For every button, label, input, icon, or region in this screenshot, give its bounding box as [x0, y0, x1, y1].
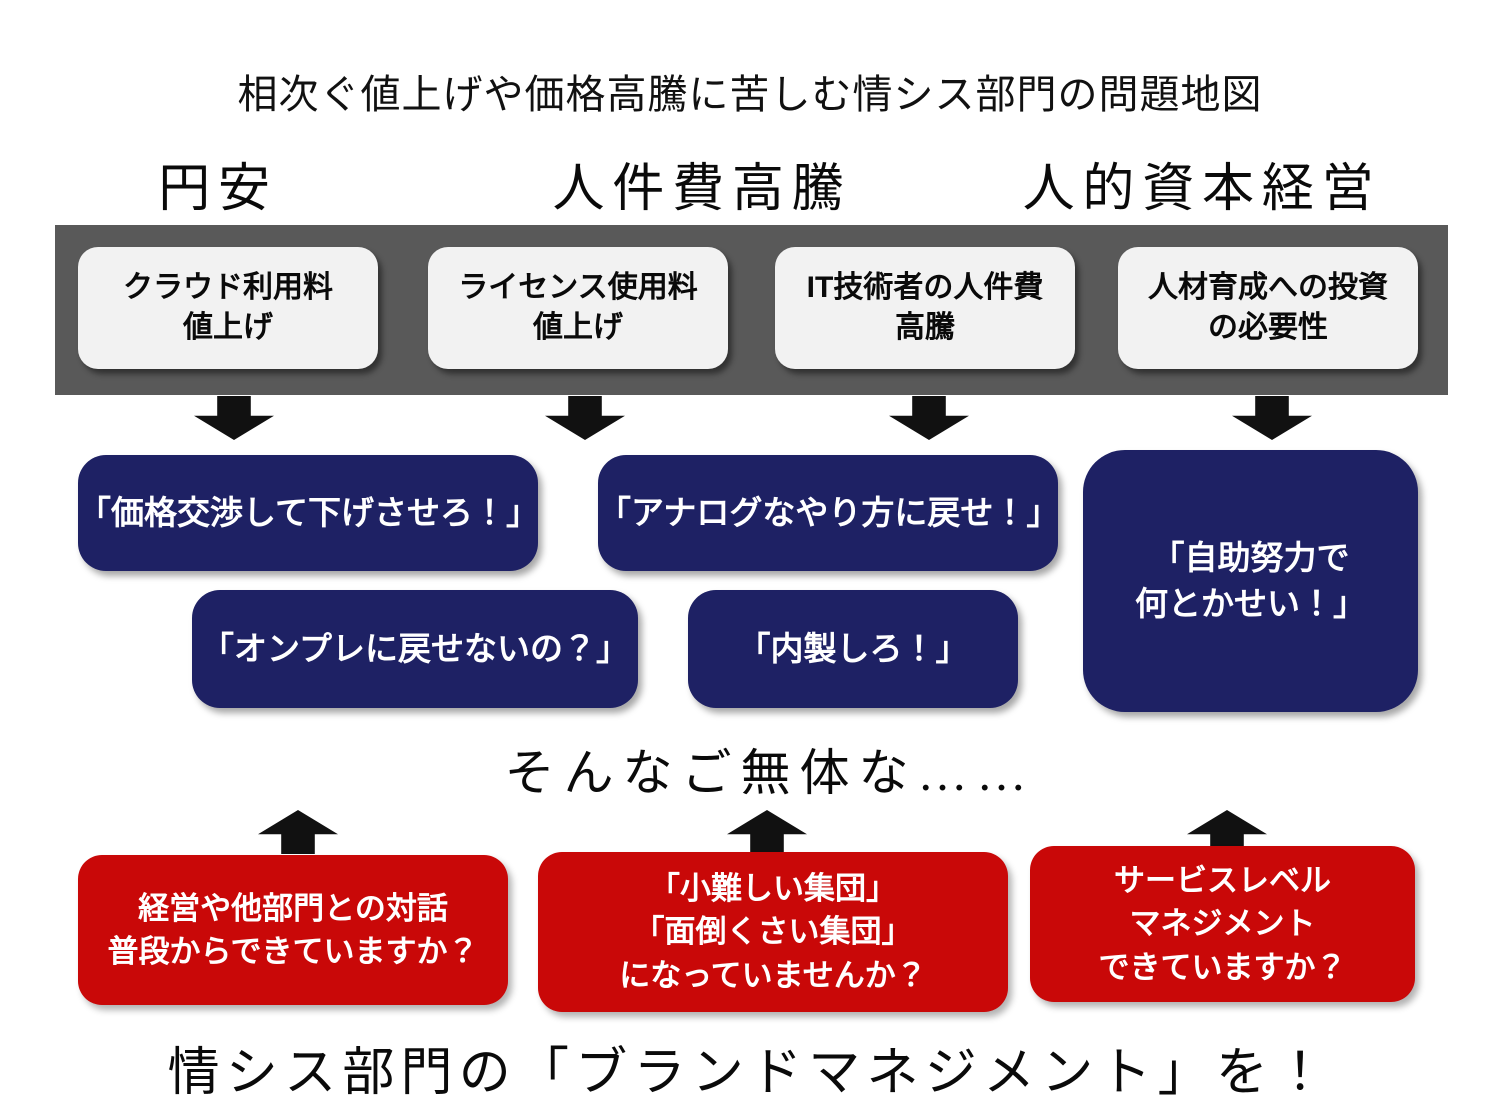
down-arrow-icon [1232, 396, 1312, 440]
demand-box-back-to-onprem: 「オンプレに戻せないの？」 [192, 590, 638, 708]
up-arrow-icon [258, 810, 338, 854]
factor-box-cloud-fees: クラウド利用料 値上げ [78, 247, 378, 369]
demand-box-back-to-analog: 「アナログなやり方に戻せ！」 [598, 455, 1059, 571]
question-box-service-level: サービスレベル マネジメント できていますか？ [1030, 846, 1415, 1002]
pressure-label-weak-yen: 円安 [158, 161, 278, 218]
down-arrow-icon [194, 396, 274, 440]
factor-box-training-investment: 人材育成への投資 の必要性 [1118, 247, 1418, 369]
question-box-difficult-group: 「小難しい集団」 「面倒くさい集団」 になっていませんか？ [538, 852, 1008, 1012]
factor-box-engineer-labor: IT技術者の人件費 高騰 [775, 247, 1075, 369]
demand-box-price-negotiation: 「価格交渉して下げさせろ！」 [78, 455, 539, 571]
lament-text: そんなご無体な…… [504, 745, 1036, 801]
page-title: 相次ぐ値上げや価格高騰に苦しむ情シス部門の問題地図 [237, 73, 1263, 117]
pressure-label-human-capital: 人的資本経営 [1022, 161, 1382, 218]
question-box-dialogue: 経営や他部門との対話 普段からできていますか？ [78, 855, 508, 1005]
pressure-label-labor-cost: 人件費高騰 [552, 161, 852, 218]
down-arrow-icon [889, 396, 969, 440]
up-arrow-icon [727, 810, 807, 854]
conclusion-text: 情シス部門の「ブランドマネジメント」を！ [167, 1045, 1333, 1102]
demand-box-self-help: 「自助努力で 何とかせい！」 [1083, 450, 1418, 712]
demand-box-insource: 「内製しろ！」 [688, 590, 1018, 708]
down-arrow-icon [545, 396, 625, 440]
factor-box-license-fees: ライセンス使用料 値上げ [428, 247, 728, 369]
